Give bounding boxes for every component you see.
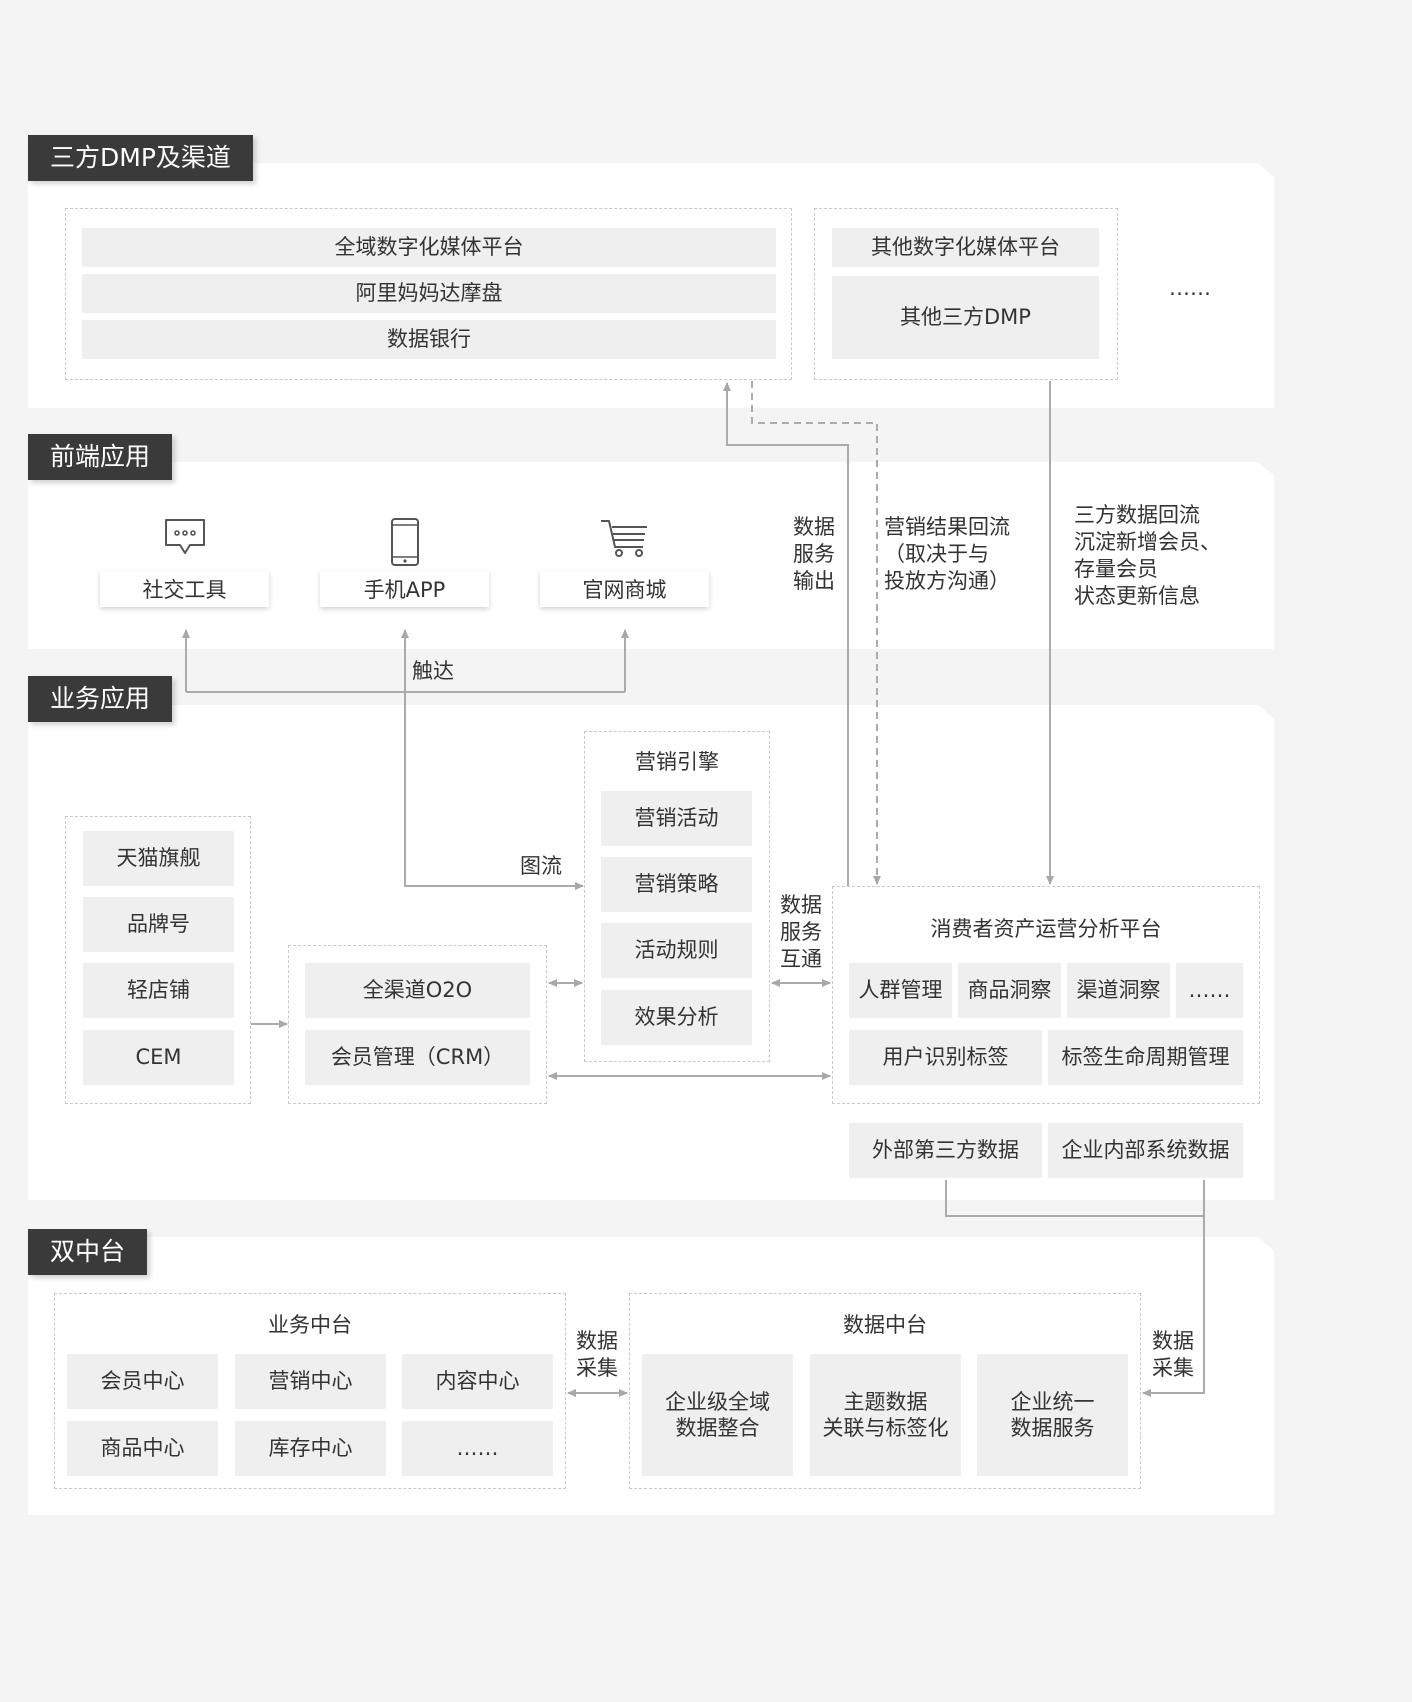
flow-label-image-flow: 图流: [520, 854, 562, 878]
dmp-item-other-dmp[interactable]: 其他三方DMP: [832, 276, 1099, 359]
dmp-item-other-media[interactable]: 其他数字化媒体平台: [832, 228, 1099, 267]
dmp-right-group: [814, 208, 1118, 380]
source-external-third-party[interactable]: 外部第三方数据: [849, 1123, 1042, 1178]
platform-product-insight[interactable]: 商品洞察: [958, 963, 1061, 1018]
dmp-item-alimama[interactable]: 阿里妈妈达摩盘: [82, 274, 776, 313]
biz-more-ellipsis[interactable]: ……: [402, 1421, 553, 1476]
o2o-omnichannel[interactable]: 全渠道O2O: [305, 963, 530, 1018]
section-tag-frontend: 前端应用: [28, 434, 173, 480]
flow-label-reach: 触达: [412, 659, 454, 683]
section-tag-business: 业务应用: [28, 676, 173, 722]
platform-channel-insight[interactable]: 渠道洞察: [1067, 963, 1170, 1018]
platform-crowd-management[interactable]: 人群管理: [849, 963, 952, 1018]
business-middle-platform-title: 业务中台: [268, 1313, 352, 1337]
channel-tmall-flagship[interactable]: 天猫旗舰: [83, 831, 234, 886]
dmp-item-omnichannel-media[interactable]: 全域数字化媒体平台: [82, 228, 776, 267]
frontend-card-social[interactable]: 社交工具: [84, 503, 285, 621]
o2o-crm-group: [288, 945, 547, 1104]
flow-label-marketing-result-return: 营销结果回流 （取决于与 投放方沟通）: [884, 515, 1010, 593]
dmp-left-group: [65, 208, 792, 380]
flow-label-data-collection-left: 数据 采集: [576, 1329, 618, 1380]
crm-member-management[interactable]: 会员管理（CRM）: [305, 1030, 530, 1085]
frontend-card-web-store[interactable]: 官网商城: [524, 503, 725, 621]
chat-bubble-icon: [162, 517, 208, 559]
engine-activity-rules[interactable]: 活动规则: [601, 923, 752, 978]
flow-label-data-collection-right: 数据 采集: [1152, 1329, 1194, 1380]
channel-brand-account[interactable]: 品牌号: [83, 897, 234, 952]
flow-label-data-service-output: 数据 服务 输出: [793, 515, 835, 593]
frontend-card-mobile-app[interactable]: 手机APP: [304, 503, 505, 621]
data-topic-tagging[interactable]: 主题数据 关联与标签化: [810, 1354, 961, 1476]
biz-member-center[interactable]: 会员中心: [67, 1354, 218, 1409]
frontend-card-web-store-label: 官网商城: [540, 571, 709, 607]
marketing-engine-title: 营销引擎: [635, 750, 719, 774]
channel-group: [65, 816, 251, 1104]
data-enterprise-integration[interactable]: 企业级全域 数据整合: [642, 1354, 793, 1476]
flow-label-third-party-data-return: 三方数据回流 沉淀新增会员、 存量会员 状态更新信息: [1074, 503, 1221, 608]
frontend-card-mobile-app-label: 手机APP: [320, 571, 489, 607]
platform-user-id-tags[interactable]: 用户识别标签: [849, 1030, 1042, 1085]
engine-marketing-activity[interactable]: 营销活动: [601, 791, 752, 846]
platform-more-ellipsis[interactable]: ……: [1176, 963, 1243, 1018]
frontend-card-social-label: 社交工具: [100, 571, 269, 607]
engine-marketing-strategy[interactable]: 营销策略: [601, 857, 752, 912]
data-middle-platform-title: 数据中台: [843, 1313, 927, 1337]
platform-tag-lifecycle[interactable]: 标签生命周期管理: [1048, 1030, 1243, 1085]
biz-inventory-center[interactable]: 库存中心: [235, 1421, 386, 1476]
dmp-item-data-bank[interactable]: 数据银行: [82, 320, 776, 359]
consumer-platform-group: [832, 886, 1260, 1104]
channel-light-store[interactable]: 轻店铺: [83, 963, 234, 1018]
data-middle-platform-group: [629, 1293, 1141, 1489]
engine-effect-analysis[interactable]: 效果分析: [601, 990, 752, 1045]
biz-marketing-center[interactable]: 营销中心: [235, 1354, 386, 1409]
flow-label-data-service-exchange: 数据 服务 互通: [780, 893, 822, 971]
source-internal-systems[interactable]: 企业内部系统数据: [1048, 1123, 1243, 1178]
dmp-more-ellipsis: ……: [1169, 276, 1211, 300]
biz-product-center[interactable]: 商品中心: [67, 1421, 218, 1476]
data-unified-service[interactable]: 企业统一 数据服务: [977, 1354, 1128, 1476]
shopping-cart-icon: [599, 517, 651, 559]
marketing-engine-group: [584, 731, 770, 1062]
section-tag-dual-platform: 双中台: [28, 1229, 148, 1275]
biz-content-center[interactable]: 内容中心: [402, 1354, 553, 1409]
business-middle-platform-group: [54, 1293, 566, 1489]
channel-cem[interactable]: CEM: [83, 1030, 234, 1085]
consumer-platform-title: 消费者资产运营分析平台: [930, 917, 1162, 941]
mobile-phone-icon: [389, 517, 421, 567]
section-tag-dmp: 三方DMP及渠道: [28, 135, 253, 181]
